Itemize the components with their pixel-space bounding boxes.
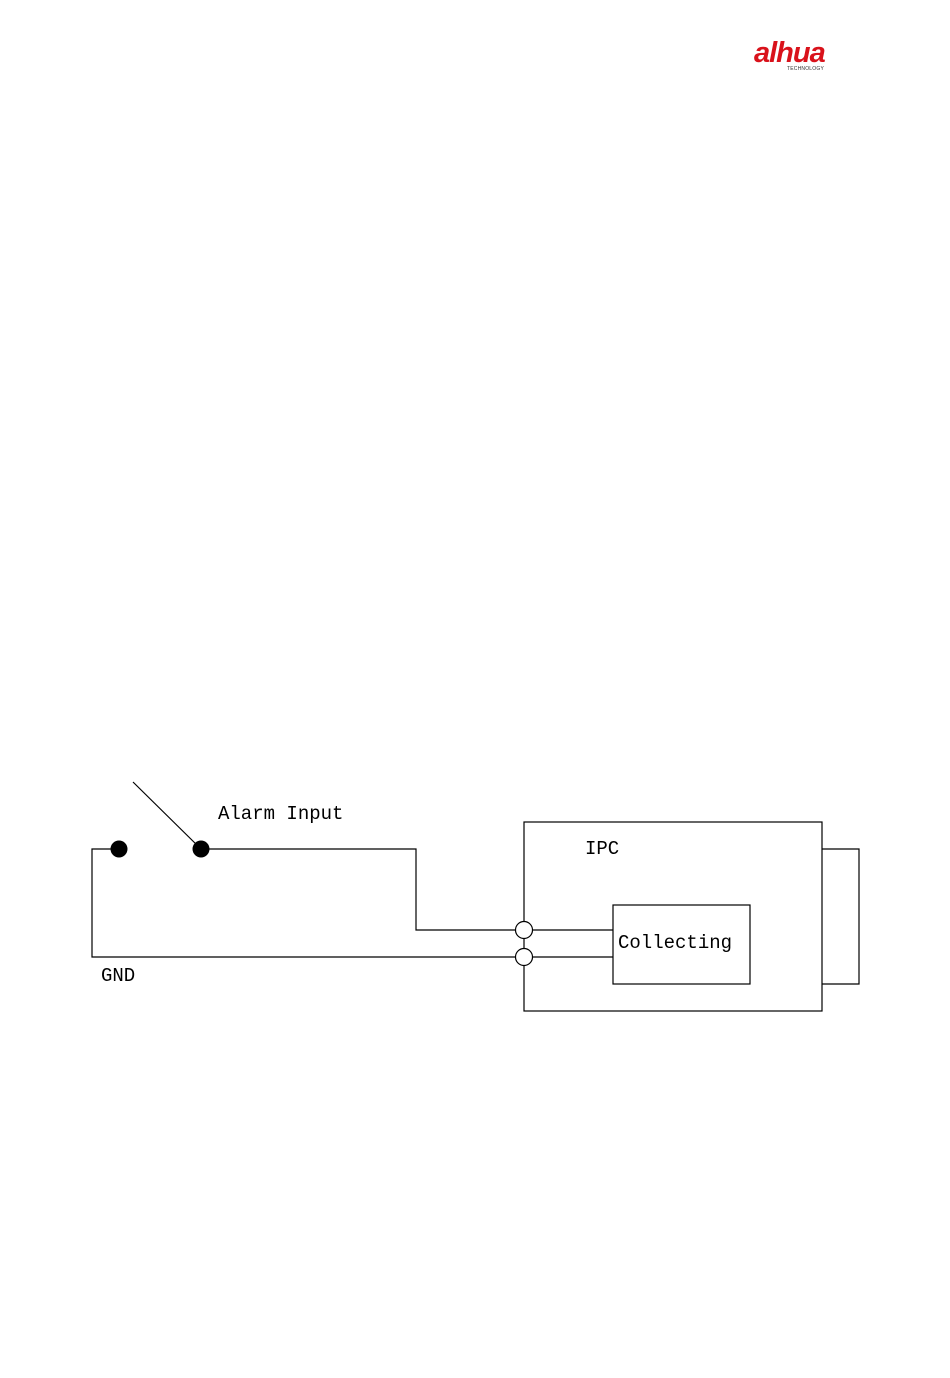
ipc-side-connector	[822, 849, 859, 984]
ipc-label: IPC	[585, 838, 619, 860]
switch-contact-left	[111, 841, 128, 858]
switch-contact-right	[193, 841, 210, 858]
gnd-wire	[92, 849, 524, 957]
switch-lever	[133, 782, 201, 849]
alarm-input-label: Alarm Input	[218, 803, 343, 825]
collecting-label: Collecting	[618, 932, 732, 954]
gnd-label: GND	[101, 965, 135, 987]
alarm-input-terminal	[516, 922, 533, 939]
ipc-box	[524, 822, 822, 1011]
alarm-input-wire	[201, 849, 524, 930]
gnd-terminal	[516, 949, 533, 966]
